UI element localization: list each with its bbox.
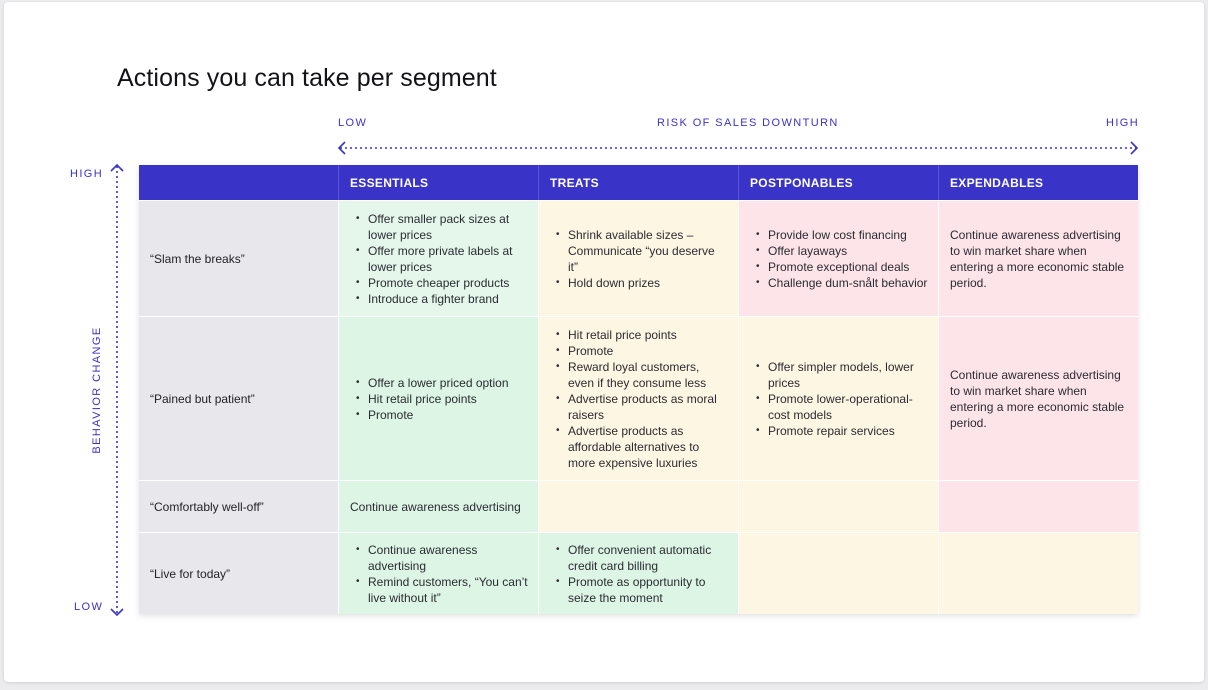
- x-axis-arrow-icon: [337, 141, 1139, 155]
- action-item: Promote cheaper products: [356, 275, 528, 291]
- action-item: Continue awareness advertising: [356, 542, 528, 574]
- page-title: Actions you can take per segment: [117, 64, 497, 92]
- row-label: “Slam the breaks”: [139, 200, 338, 316]
- cell-expendables: [938, 532, 1138, 614]
- cell-treats: [538, 480, 738, 532]
- cell-essentials: Continue awareness advertising: [338, 480, 538, 532]
- column-header-expendables: EXPENDABLES: [938, 165, 1138, 200]
- action-item: Promote as opportunity to seize the mome…: [556, 574, 728, 606]
- action-item: Challenge dum-snålt behavior: [756, 275, 927, 291]
- action-item: Remind customers, “You can’t live withou…: [356, 574, 528, 606]
- action-item: Reward loyal customers, even if they con…: [556, 359, 728, 391]
- cell-text: Continue awareness advertising to win ma…: [950, 367, 1125, 430]
- cell-treats: Shrink available sizes – Communicate “yo…: [538, 200, 738, 316]
- row-label: “Pained but patient”: [139, 316, 338, 480]
- y-axis-high-label: HIGH: [70, 168, 104, 180]
- x-axis-high-label: HIGH: [1106, 117, 1140, 129]
- column-header-essentials: ESSENTIALS: [338, 165, 538, 200]
- cell-expendables: [938, 480, 1138, 532]
- action-list: Offer simpler models, lower pricesPromot…: [750, 359, 928, 439]
- action-list: Offer convenient automatic credit card b…: [550, 542, 728, 606]
- x-axis-title: RISK OF SALES DOWNTURN: [657, 117, 839, 129]
- cell-expendables: Continue awareness advertising to win ma…: [938, 316, 1138, 480]
- action-item: Hit retail price points: [356, 391, 509, 407]
- action-item: Advertise products as affordable alterna…: [556, 423, 728, 471]
- y-axis-title: BEHAVIOR CHANGE: [91, 326, 103, 454]
- action-item: Promote lower-operational-cost models: [756, 391, 928, 423]
- action-item: Promote: [556, 343, 728, 359]
- action-item: Offer smaller pack sizes at lower prices: [356, 211, 528, 243]
- action-item: Promote: [356, 407, 509, 423]
- action-item: Offer a lower priced option: [356, 375, 508, 391]
- action-item: Offer simpler models, lower prices: [756, 359, 928, 391]
- y-axis-arrow-icon: [110, 163, 124, 617]
- cell-essentials: Continue awareness advertisingRemind cus…: [338, 532, 538, 614]
- action-list: Provide low cost financingOffer layaways…: [750, 227, 927, 291]
- y-axis-low-label: LOW: [74, 601, 104, 613]
- cell-text: Continue awareness advertising: [350, 499, 521, 514]
- action-item: Promote repair services: [756, 423, 928, 439]
- cell-text: Continue awareness advertising to win ma…: [950, 227, 1125, 290]
- action-item: Offer layaways: [756, 243, 927, 259]
- action-item: Shrink available sizes – Communicate “yo…: [556, 227, 728, 275]
- cell-postponables: Offer simpler models, lower pricesPromot…: [738, 316, 938, 480]
- action-list: Offer a lower priced optionHit retail pr…: [350, 375, 509, 423]
- action-item: Advertise products as moral raisers: [556, 391, 728, 423]
- column-header-treats: TREATS: [538, 165, 738, 200]
- action-list: Hit retail price pointsPromoteReward loy…: [550, 327, 728, 471]
- action-list: Continue awareness advertisingRemind cus…: [350, 542, 528, 606]
- x-axis-low-label: LOW: [338, 117, 368, 129]
- row-label: “Live for today”: [139, 532, 338, 614]
- row-label: “Comfortably well-off”: [139, 480, 338, 532]
- cell-treats: Offer convenient automatic credit card b…: [538, 532, 738, 614]
- cell-postponables: Provide low cost financingOffer layaways…: [738, 200, 938, 316]
- action-item: Introduce a fighter brand: [356, 291, 528, 307]
- header-corner: [139, 165, 338, 200]
- action-item: Hold down prizes: [556, 275, 728, 291]
- action-item: Offer more private labels at lower price…: [356, 243, 528, 275]
- action-list: Offer smaller pack sizes at lower prices…: [350, 211, 528, 307]
- action-item: Provide low cost financing: [756, 227, 927, 243]
- action-item: Hit retail price points: [556, 327, 728, 343]
- column-header-postponables: POSTPONABLES: [738, 165, 938, 200]
- action-item: Promote exceptional deals: [756, 259, 927, 275]
- cell-postponables: [738, 532, 938, 614]
- segment-actions-table: ESSENTIALS TREATS POSTPONABLES EXPENDABL…: [139, 165, 1138, 614]
- cell-essentials: Offer smaller pack sizes at lower prices…: [338, 200, 538, 316]
- action-item: Offer convenient automatic credit card b…: [556, 542, 728, 574]
- cell-treats: Hit retail price pointsPromoteReward loy…: [538, 316, 738, 480]
- cell-expendables: Continue awareness advertising to win ma…: [938, 200, 1138, 316]
- cell-essentials: Offer a lower priced optionHit retail pr…: [338, 316, 538, 480]
- action-list: Shrink available sizes – Communicate “yo…: [550, 227, 728, 291]
- cell-postponables: [738, 480, 938, 532]
